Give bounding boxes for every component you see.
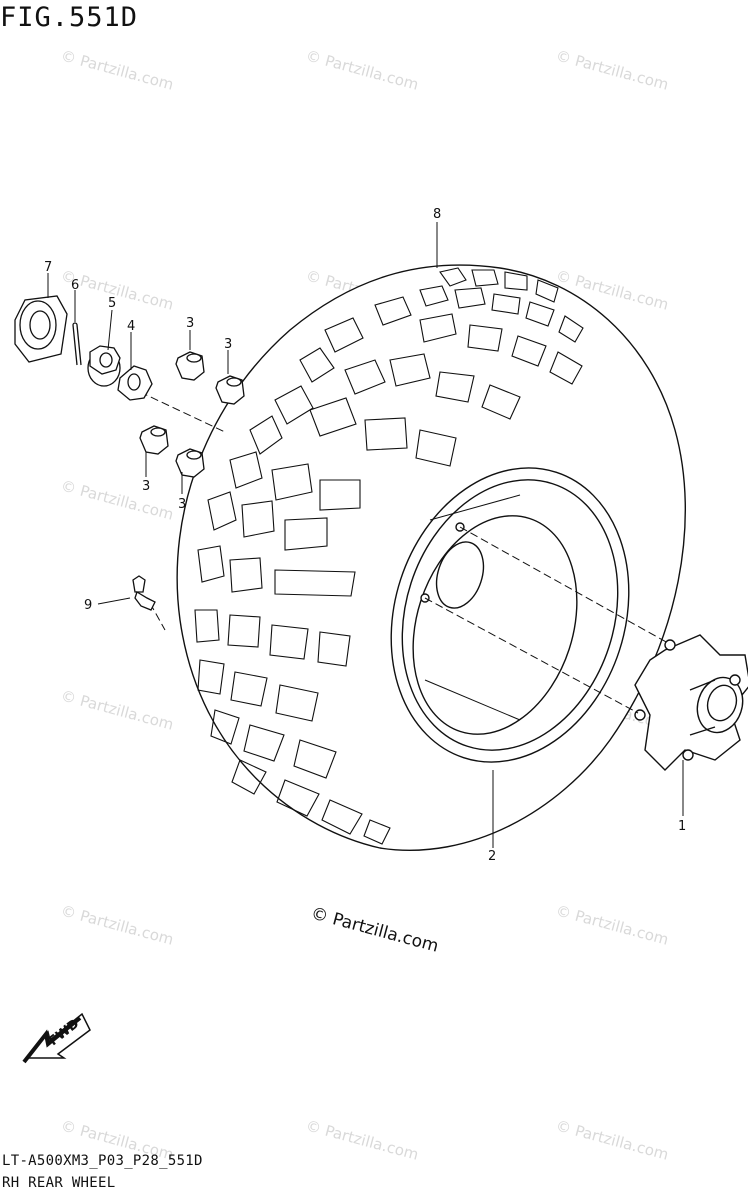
figure-caption: RH REAR WHEEL bbox=[2, 1175, 116, 1191]
valve-part-9 bbox=[132, 575, 156, 611]
washer-part-4 bbox=[117, 365, 153, 401]
figure-title: FIG.551D bbox=[0, 2, 139, 33]
nut-part-3 bbox=[175, 351, 205, 381]
callout-3: 3 bbox=[178, 497, 186, 512]
callout-8: 8 bbox=[433, 207, 441, 222]
callout-3: 3 bbox=[186, 316, 194, 331]
copyright-mark: © Partzilla.com bbox=[309, 904, 441, 957]
watermark: © Partzilla.com bbox=[304, 1116, 420, 1163]
rim-part-2 bbox=[390, 467, 630, 763]
callout-2: 2 bbox=[488, 849, 496, 864]
watermark: © Partzilla.com bbox=[554, 901, 670, 948]
callout-4: 4 bbox=[127, 319, 135, 334]
watermark: © Partzilla.com bbox=[59, 686, 175, 733]
nut-part-3 bbox=[215, 375, 245, 405]
watermark: © Partzilla.com bbox=[59, 476, 175, 523]
watermark: © Partzilla.com bbox=[304, 46, 420, 93]
callout-9: 9 bbox=[84, 598, 92, 613]
callout-3: 3 bbox=[224, 337, 232, 352]
leader-lines bbox=[47, 222, 684, 848]
watermark: © Partzilla.com bbox=[59, 901, 175, 948]
hub-cap-part-7 bbox=[14, 295, 68, 363]
watermark: © Partzilla.com bbox=[554, 1116, 670, 1163]
nut-part-3 bbox=[139, 425, 169, 455]
callout-3: 3 bbox=[142, 479, 150, 494]
nut-part-3 bbox=[175, 448, 205, 478]
fwd-arrow-icon: FWD bbox=[22, 1012, 91, 1064]
watermark: © Partzilla.com bbox=[554, 46, 670, 93]
cotter-pin-part-6 bbox=[72, 322, 82, 366]
castle-nut-part-5 bbox=[87, 345, 121, 387]
callouts: 1 2 3 3 3 3 4 5 6 7 8 9 bbox=[44, 207, 686, 864]
hub-part-1 bbox=[634, 634, 748, 771]
callout-7: 7 bbox=[44, 260, 52, 275]
watermark: © Partzilla.com bbox=[59, 46, 175, 93]
callout-5: 5 bbox=[108, 296, 116, 311]
figure-code: LT-A500XM3_P03_P28_551D bbox=[2, 1153, 203, 1169]
callout-1: 1 bbox=[678, 819, 686, 834]
callout-6: 6 bbox=[71, 278, 79, 293]
